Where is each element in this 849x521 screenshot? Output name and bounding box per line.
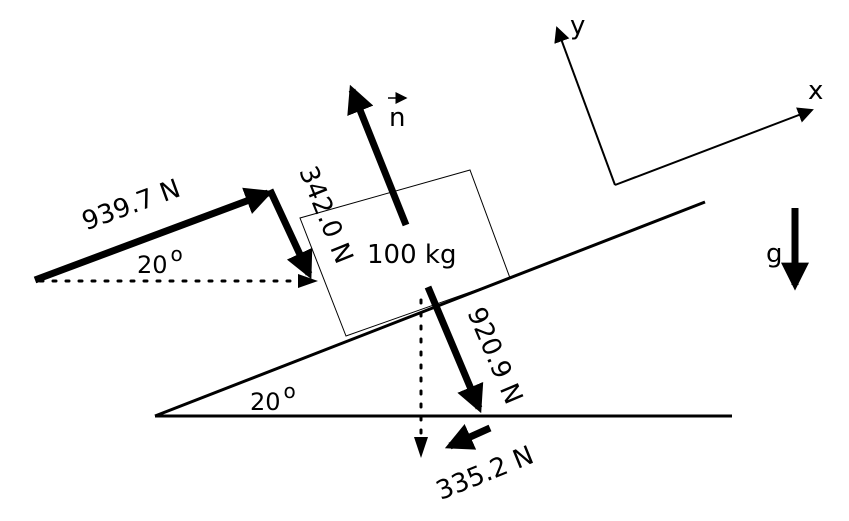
axis-x-label: x [808, 76, 823, 106]
weight-vertical-reference-arrowhead [414, 437, 428, 458]
normal-force-letter: n [389, 103, 405, 133]
applied-horizontal-reference-arrowhead [298, 274, 318, 288]
gravity-label: g [766, 239, 783, 269]
weight-parallel-component-label: 335.2 N [432, 441, 538, 507]
axis-x-line [614, 107, 814, 186]
weight-perp-component-arrow [424, 285, 484, 414]
applied-force-arrow [33, 187, 274, 284]
weight-parallel-component-arrow [444, 424, 492, 450]
block-mass-label: 100 kg [367, 240, 456, 270]
axis-y-label: y [570, 11, 585, 41]
normal-force-arrow [347, 84, 410, 227]
axis-y-line [554, 26, 616, 186]
incline-surface [154, 200, 706, 418]
block [299, 169, 511, 337]
normal-force-label: n [388, 92, 408, 133]
applied-perp-component-arrow [266, 188, 313, 280]
